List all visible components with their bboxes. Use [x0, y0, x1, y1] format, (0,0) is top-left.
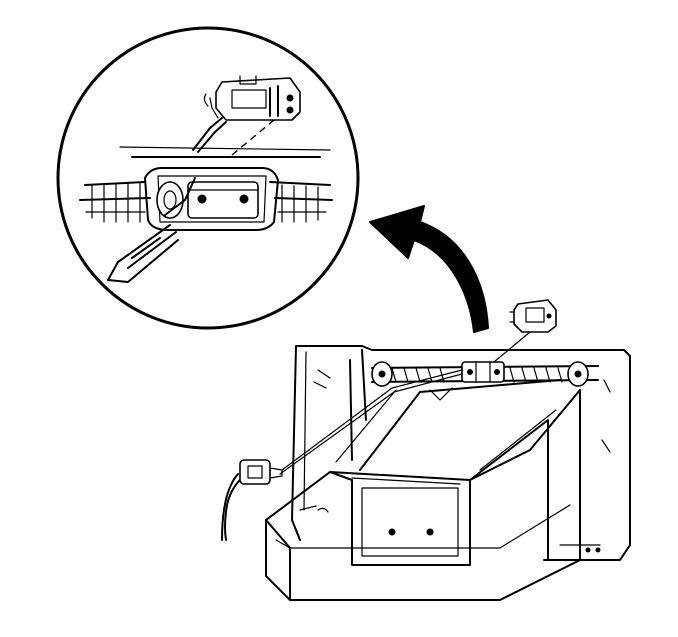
switch-detail — [203, 75, 301, 121]
direction-arrow — [369, 205, 489, 333]
connector — [239, 459, 283, 485]
wiring-harness — [221, 369, 463, 541]
switch-part — [509, 299, 557, 333]
glove-box-lamp-detail — [79, 97, 333, 283]
glove-box-assembly — [265, 345, 631, 601]
detail-magnifier-circle — [56, 26, 360, 330]
lamp-socket — [461, 331, 531, 383]
